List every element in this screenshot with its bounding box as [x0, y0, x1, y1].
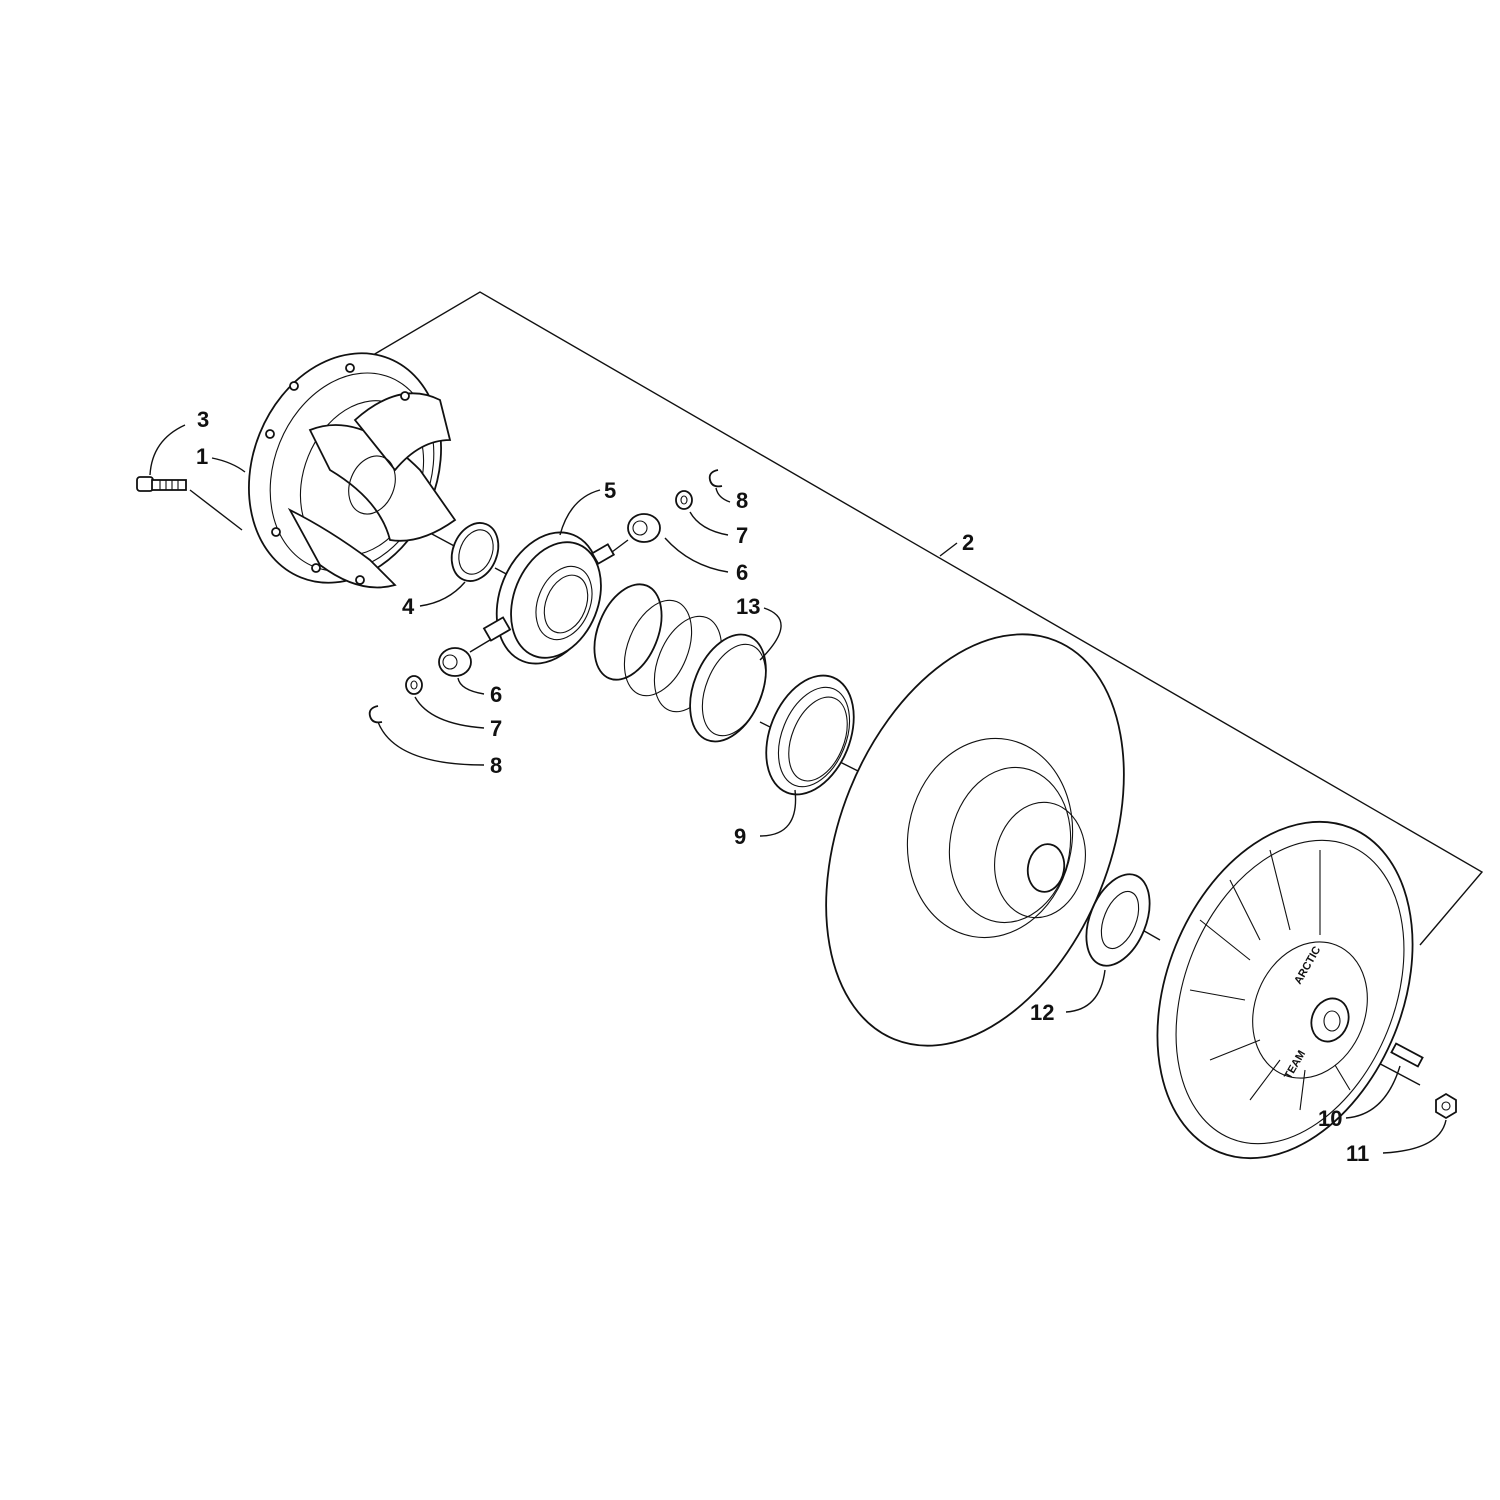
callout-label-5: 5: [604, 478, 616, 503]
callout-label-4: 4: [402, 594, 415, 619]
callout-label-11: 11: [1346, 1141, 1369, 1166]
callout-label-6b: 6: [490, 682, 502, 707]
callout-leader-10: [1345, 1065, 1401, 1119]
roller-part-6-upper: [611, 513, 661, 553]
callout-leader-5: [559, 489, 601, 536]
spider-part-5: [482, 531, 616, 665]
e-clip-part-8-lower: [368, 705, 383, 724]
callout-leader-13: [759, 607, 782, 661]
callout-leader-4: [419, 581, 466, 607]
fixed-sheave-cover: ARCTIC TEAM: [1156, 820, 1414, 1160]
callout-leader-1: [211, 457, 246, 473]
callout-leader-11: [1382, 1119, 1447, 1154]
callout-leader-6a: [664, 537, 729, 573]
callout-label-8b: 8: [490, 753, 502, 778]
moveable-sheave: [825, 633, 1125, 1047]
callout-label-9: 9: [734, 824, 746, 849]
snap-ring-part-4: [450, 522, 500, 582]
callout-leader-7a: [689, 511, 729, 536]
callout-label-7a: 7: [736, 523, 748, 548]
washer-part-12: [1085, 873, 1151, 967]
callout-label-8a: 8: [736, 488, 748, 513]
callout-leader-9: [759, 789, 797, 837]
callout-leader-8b: [377, 721, 485, 766]
callout-leader-12: [1065, 969, 1106, 1013]
callout-leader-6b: [457, 677, 485, 695]
spring-part-13: [593, 583, 767, 743]
e-clip-part-8-upper: [708, 469, 723, 488]
cam-housing-part-1: [248, 352, 457, 589]
callout-leader-7b: [414, 696, 485, 729]
washer-part-7-upper: [675, 490, 693, 510]
callout-label-1: 1: [196, 444, 208, 469]
callout-leader-2: [939, 542, 958, 557]
seal-part-9: [765, 674, 855, 796]
callout-leader-3: [149, 424, 186, 476]
callout-label-10: 10: [1318, 1106, 1342, 1131]
callout-label-13: 13: [736, 594, 760, 619]
pin-part-10: [1390, 1042, 1424, 1068]
assembly-bracket: [367, 291, 1484, 946]
callout-leader-8a: [715, 487, 731, 503]
washer-part-7-lower: [405, 675, 423, 695]
callout-label-12: 12: [1030, 1000, 1054, 1025]
screw-part-3: [136, 476, 243, 531]
callout-label-3: 3: [197, 407, 209, 432]
nut-part-11: [1435, 1092, 1457, 1120]
roller-part-6-lower: [438, 639, 491, 677]
callout-label-2: 2: [962, 530, 974, 555]
callout-label-6a: 6: [736, 560, 748, 585]
callout-label-7b: 7: [490, 716, 502, 741]
